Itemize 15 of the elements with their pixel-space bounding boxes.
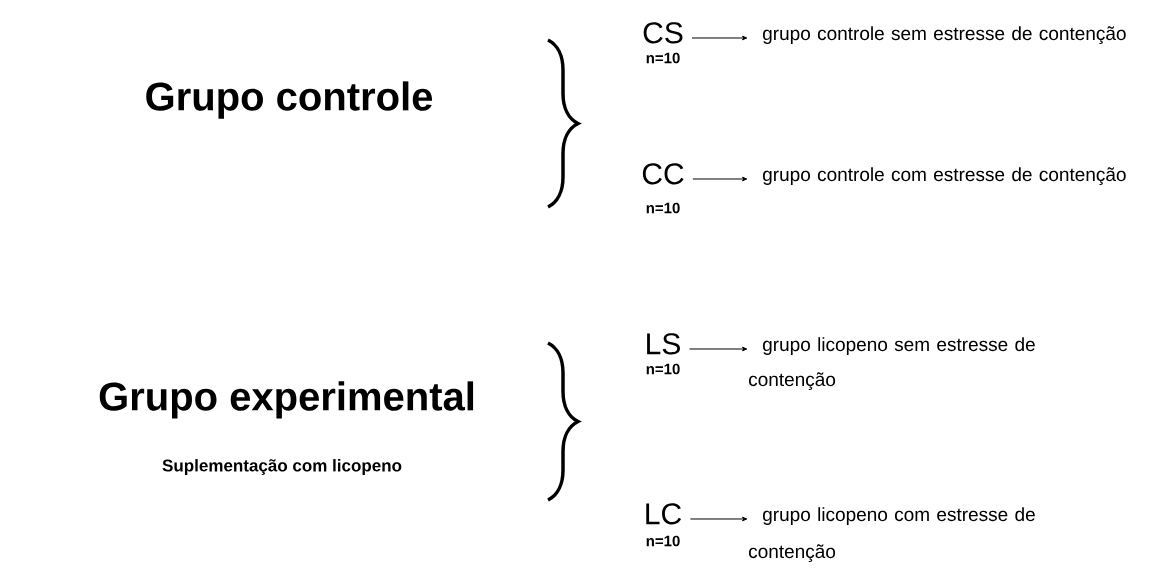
group-description: grupo licopeno com estresse de contenção (749, 507, 1035, 562)
arrow (689, 346, 748, 352)
group-code: LC n=10 (646, 503, 682, 547)
group-code: CC n=10 (642, 163, 684, 214)
group-description: grupo controle com estresse de contenção (763, 167, 1126, 185)
heading: Grupo controle (146, 81, 433, 119)
group-code: LS n=10 (646, 333, 680, 375)
arrow (691, 35, 748, 41)
group-description: grupo licopeno sem estresse de contenção (749, 337, 1035, 390)
arrow (689, 516, 748, 522)
group-description: grupo controle sem estresse de contenção (763, 26, 1126, 44)
subheading: Suplementação com licopeno (162, 459, 402, 475)
arrow (692, 176, 748, 182)
heading: Grupo experimental (99, 381, 474, 419)
group-code: CS n=10 (643, 22, 683, 64)
